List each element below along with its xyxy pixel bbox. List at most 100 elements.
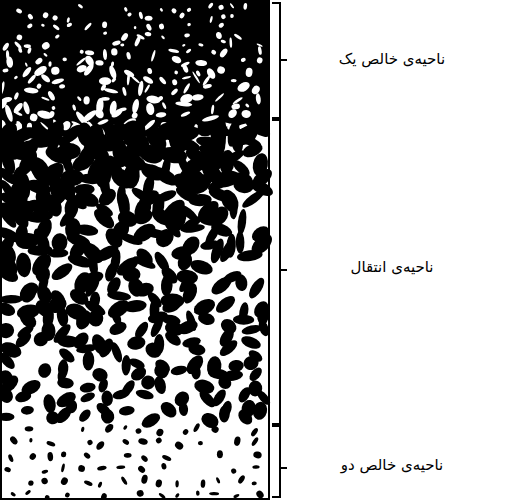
phase-blob <box>255 93 261 105</box>
phase-blob <box>170 364 188 376</box>
phase-blob <box>25 62 29 67</box>
phase-blob <box>122 438 131 446</box>
phase-blob <box>198 441 203 446</box>
phase-blob <box>108 65 118 80</box>
phase-blob <box>123 162 141 189</box>
phase-blob <box>216 65 226 75</box>
phase-blob <box>82 62 95 77</box>
phase-blob <box>173 440 184 451</box>
phase-blob <box>138 11 143 19</box>
phase-blob <box>182 82 191 94</box>
phase-blob <box>217 450 223 458</box>
phase-blob <box>174 70 178 75</box>
phase-blob <box>243 3 247 10</box>
phase-blob <box>231 103 240 110</box>
phase-blob <box>84 22 93 31</box>
phase-blob <box>14 110 23 116</box>
phase-blob <box>103 422 115 434</box>
phase-blob <box>158 76 167 85</box>
phase-blob <box>216 374 234 392</box>
phase-blob <box>31 329 51 349</box>
phase-blob <box>251 436 260 447</box>
bracket-bottom <box>272 426 287 497</box>
phase-blob <box>0 264 21 285</box>
phase-blob <box>83 479 93 486</box>
phase-blob <box>100 408 116 425</box>
phase-blob <box>215 31 222 39</box>
phase-blob <box>83 451 92 459</box>
dark-ground <box>1 1 269 136</box>
phase-blob <box>123 7 128 13</box>
phase-blob <box>231 79 237 83</box>
phase-blob <box>213 293 238 316</box>
phase-blob <box>134 26 137 29</box>
phase-blob <box>109 341 124 364</box>
phase-blob <box>161 35 166 40</box>
phase-blob <box>161 102 167 110</box>
phase-blob <box>95 440 106 452</box>
phase-blob <box>6 56 14 68</box>
phase-blob <box>15 252 32 278</box>
phase-blob <box>135 388 155 401</box>
phase-blob <box>53 404 74 425</box>
region-label: ناحیه‌ی خالص دو <box>292 456 492 476</box>
phase-blob <box>47 248 68 257</box>
phase-blob <box>232 96 243 105</box>
phase-blob <box>10 491 17 497</box>
phase-blob <box>250 84 261 95</box>
phase-blob <box>7 454 14 463</box>
phase-blob <box>217 237 238 264</box>
phase-blob <box>0 350 17 371</box>
phase-blob <box>144 31 151 36</box>
phase-blob <box>97 481 103 488</box>
phase-blob <box>240 187 267 210</box>
phase-blob <box>152 225 177 250</box>
phase-blob <box>47 90 56 102</box>
phase-blob <box>175 250 195 272</box>
phase-blob <box>140 454 149 463</box>
phase-blob <box>209 16 213 23</box>
phase-blob <box>227 107 239 119</box>
phase-blob <box>88 310 104 327</box>
phase-blob <box>77 407 93 424</box>
phase-blob <box>47 452 53 462</box>
phase-blob <box>174 492 180 498</box>
phase-blob <box>76 57 87 67</box>
phase-blob <box>2 68 9 73</box>
phase-blob <box>120 476 128 486</box>
phase-blob <box>25 426 34 431</box>
phase-blob <box>210 49 217 55</box>
phase-blob <box>247 365 264 383</box>
phase-blob <box>48 61 52 67</box>
phase-blob <box>257 46 262 55</box>
phase-blob <box>145 102 155 116</box>
phase-blob <box>27 13 34 20</box>
phase-blob <box>233 315 255 325</box>
phase-blob <box>28 452 37 461</box>
phase-blob <box>208 273 234 297</box>
phase-blob <box>61 463 66 472</box>
phase-blob <box>79 391 96 405</box>
phase-blob <box>150 50 156 62</box>
phase-blob <box>21 66 33 79</box>
phase-blob <box>62 57 67 61</box>
phase-blob <box>239 334 262 351</box>
phase-blob <box>103 31 108 35</box>
phase-blob <box>2 42 10 52</box>
phase-blob <box>51 66 60 75</box>
phase-blob <box>209 492 219 496</box>
phase-blob <box>4 466 12 473</box>
phase-blob <box>237 474 246 484</box>
phase-blob <box>155 112 166 118</box>
phase-blob <box>219 405 231 423</box>
phase-blob <box>142 75 155 86</box>
column-ground <box>1 1 269 499</box>
phase-blob <box>175 101 192 107</box>
phase-blob <box>48 110 55 118</box>
phase-blob <box>210 425 220 434</box>
phase-blob <box>153 375 168 395</box>
phase-blob <box>66 17 70 23</box>
phase-blob <box>220 14 226 20</box>
phase-blob <box>20 405 34 415</box>
phase-blob <box>117 231 144 248</box>
